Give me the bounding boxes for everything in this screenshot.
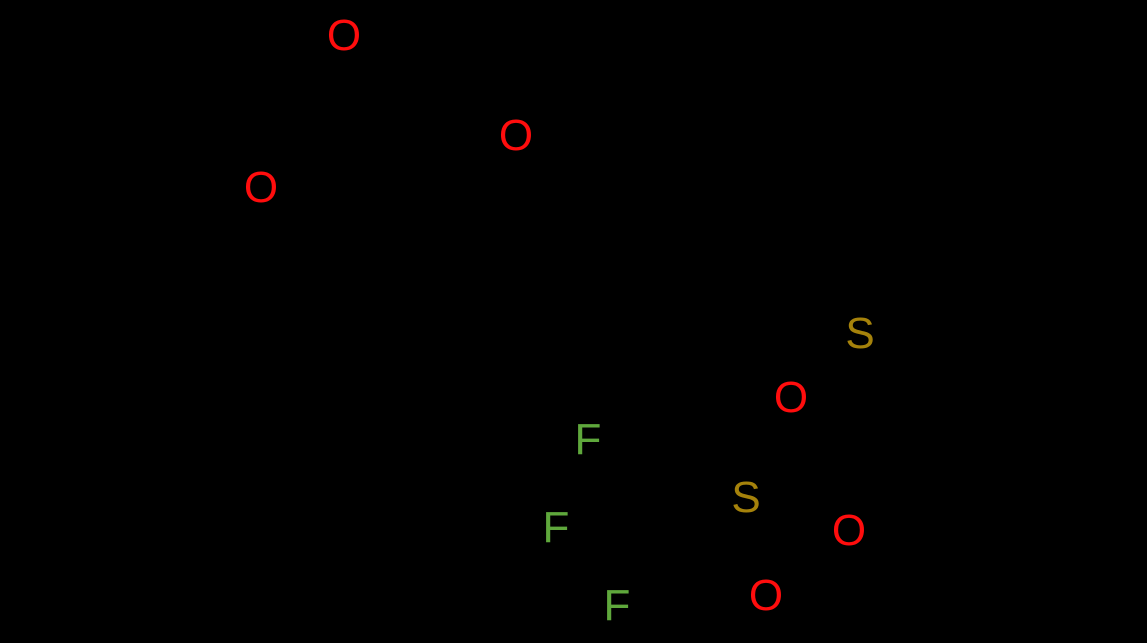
bond-C13-F1 (606, 443, 662, 462)
atom-label-o-o6: O (748, 571, 784, 620)
bond-C2-C14 (178, 236, 242, 332)
atom-label-o-o1: O (326, 11, 362, 60)
atom-label-s-s1: S (845, 309, 875, 358)
bond-S2-O5 (766, 495, 834, 520)
bond-O3-C6 (530, 146, 602, 202)
bond-C1-C4 (342, 120, 432, 202)
bond-C13-F2 (571, 458, 662, 519)
bond-S2-O6 (741, 517, 757, 579)
atom-label-f-f2: F (542, 503, 570, 552)
bond-S1-C10 (871, 248, 932, 320)
bond-C10-C11 (928, 248, 1012, 332)
bond-C2-C3 (98, 148, 182, 240)
bond-C4-O3 (428, 146, 502, 202)
bond-S2-C13 (658, 458, 729, 492)
bond-C13-F3 (620, 458, 662, 588)
atom-label-o-o3: O (498, 111, 534, 160)
atom-label-f-f3: F (603, 581, 631, 630)
bond-S2-O6 (755, 515, 771, 577)
bond-S2-O5 (761, 509, 829, 534)
bond-C8-C9 (713, 238, 792, 302)
bond-C11-C12 (958, 328, 1012, 432)
bond-C1-O2 (275, 120, 346, 177)
bond-O2-C2 (178, 197, 246, 240)
bond-group (98, 55, 1012, 588)
atom-label-o-o2: O (243, 163, 279, 212)
atom-label-o-o4: O (773, 373, 809, 422)
atom-label-o-o5: O (831, 506, 867, 555)
bond-C14-C15 (238, 328, 332, 422)
bond-S1-O4 (804, 346, 847, 386)
atom-label-f-f1: F (574, 415, 602, 464)
bond-O4-S2 (752, 415, 785, 481)
bond-C9-S1 (788, 238, 850, 320)
atom-label-s-s2: S (731, 473, 761, 522)
